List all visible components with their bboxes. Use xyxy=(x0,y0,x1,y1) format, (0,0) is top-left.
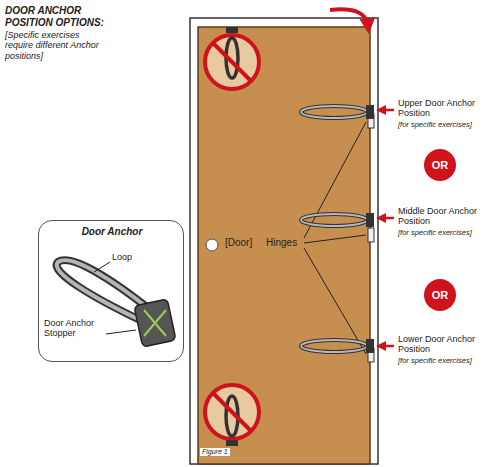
position-note: [for specific exercises] xyxy=(398,229,490,238)
or-text: OR xyxy=(432,159,449,172)
door-anchors xyxy=(301,105,374,353)
position-label: Middle Door Anchor Position xyxy=(398,206,490,227)
door-frame xyxy=(190,18,378,464)
or-text: OR xyxy=(432,289,449,302)
part-label: Door Anchor Stopper xyxy=(44,318,108,339)
or-circle: OR xyxy=(424,149,456,181)
door-knob xyxy=(206,239,218,251)
figure-caption: Figure 1 xyxy=(200,448,230,456)
part-label: Loop xyxy=(112,252,132,262)
door-panel xyxy=(198,27,370,464)
position-note: [for specific exercises] xyxy=(398,121,490,130)
position-label: Upper Door Anchor Position xyxy=(398,98,490,119)
prohibited-bottom xyxy=(205,385,259,446)
position-note: [for specific exercises] xyxy=(398,357,490,366)
closing-arrow xyxy=(330,9,368,26)
door: [Door] Hinges xyxy=(198,27,370,464)
position-label: Lower Door Anchor Position xyxy=(398,334,490,355)
inset-heading: Door Anchor xyxy=(82,226,143,238)
door-anchor-inset: Door Anchor xyxy=(38,220,184,362)
prohibited-top xyxy=(205,27,259,89)
position-arrows xyxy=(381,110,394,346)
hinges-label: Hinges xyxy=(266,237,297,249)
hinges xyxy=(368,114,374,362)
diagram-title: DOOR ANCHOR POSITION OPTIONS: xyxy=(5,5,109,28)
or-circle: OR xyxy=(424,279,456,311)
title-note: [Specific exercises require different An… xyxy=(5,30,109,61)
inset-leaders xyxy=(94,262,136,334)
door-label: [Door] xyxy=(225,237,252,249)
hinge-leaders xyxy=(304,122,366,354)
